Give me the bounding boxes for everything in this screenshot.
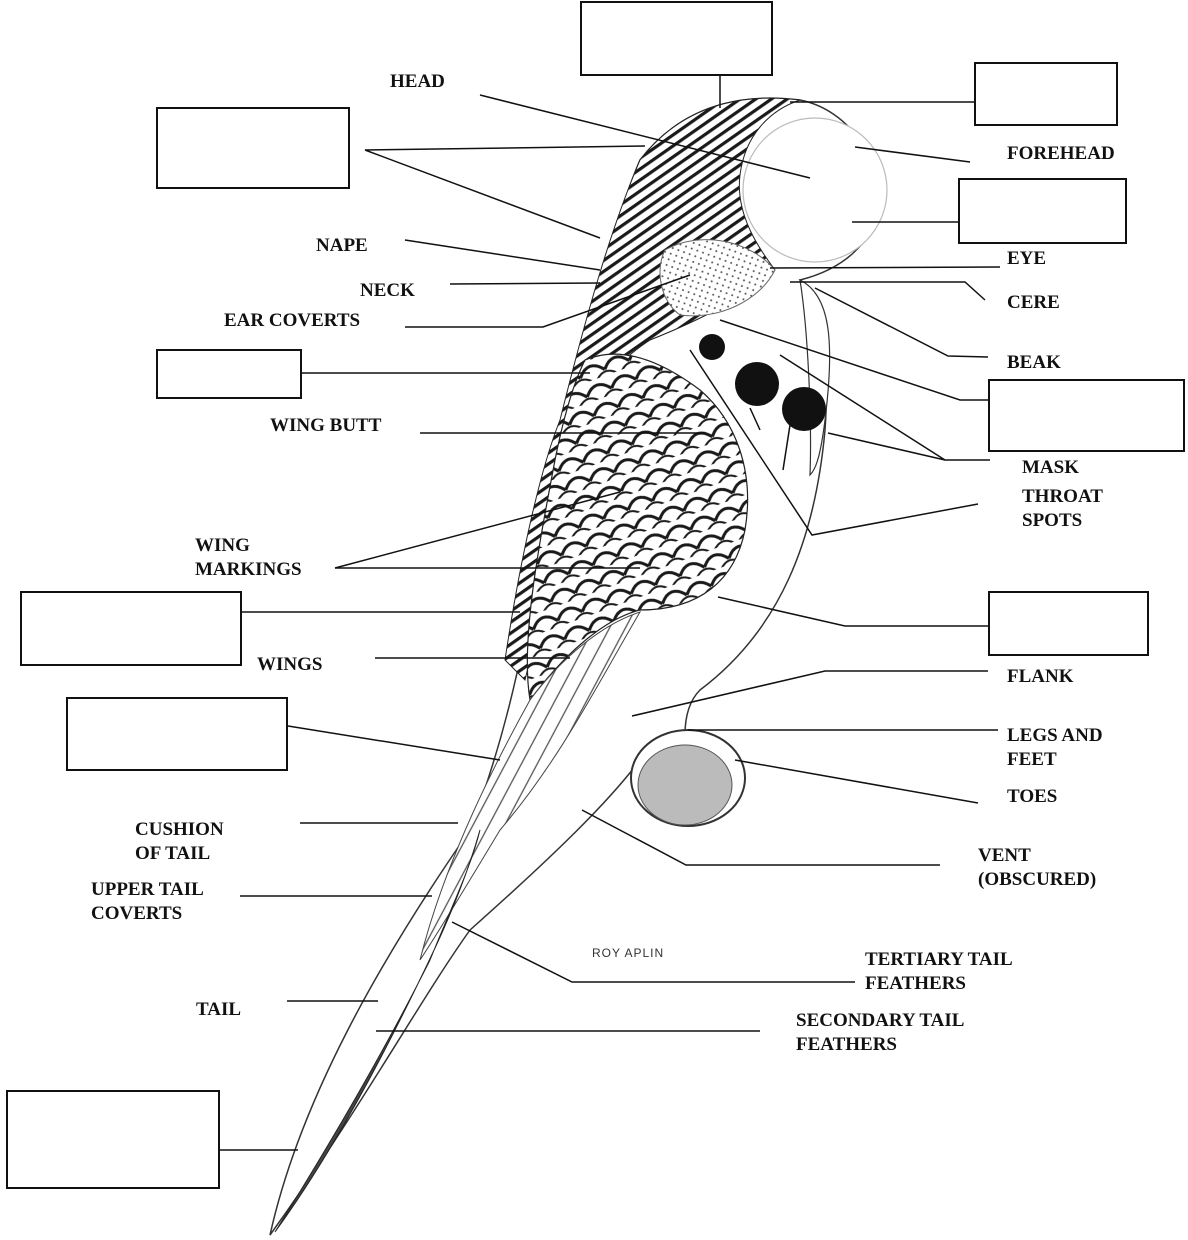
throat-spot-1 (735, 362, 779, 406)
label-legs-and-feet-line2: FEET (1007, 748, 1103, 772)
forehead-mask-circle (743, 118, 887, 262)
label-flank-text: FLANK (1007, 665, 1074, 689)
answer-box-4 (958, 178, 1127, 244)
label-cushion-of-tail: CUSHION OF TAIL (135, 818, 224, 866)
label-cere: CERE (1007, 291, 1060, 315)
label-forehead: FOREHEAD (1007, 142, 1115, 166)
label-wing-butt-text: WING BUTT (270, 414, 381, 438)
label-mask: MASK (1022, 456, 1079, 480)
answer-box-5 (156, 349, 302, 399)
answer-box-10 (6, 1090, 220, 1189)
answer-box-9 (66, 697, 288, 771)
label-tertiary-tail-feathers: TERTIARY TAIL FEATHERS (865, 948, 1013, 996)
label-throat-spots: THROAT SPOTS (1022, 485, 1103, 533)
label-upper-tail-coverts-line2: COVERTS (91, 902, 204, 926)
label-ear-coverts-text: EAR COVERTS (224, 309, 360, 333)
label-tertiary-tail-feathers-line2: FEATHERS (865, 972, 1013, 996)
throat-spot-2 (782, 387, 826, 431)
label-wings: WINGS (257, 653, 322, 677)
label-wing-markings-line2: MARKINGS (195, 558, 302, 582)
label-secondary-tail-feathers-line2: FEATHERS (796, 1033, 964, 1057)
label-legs-and-feet: LEGS AND FEET (1007, 724, 1103, 772)
label-vent-line2: (OBSCURED) (978, 868, 1096, 892)
answer-box-1 (580, 1, 773, 76)
label-eye-text: EYE (1007, 247, 1046, 271)
answer-box-2 (974, 62, 1118, 126)
label-eye: EYE (1007, 247, 1046, 271)
label-mask-text: MASK (1022, 456, 1079, 480)
label-vent: VENT (OBSCURED) (978, 844, 1096, 892)
label-neck-text: NECK (360, 279, 415, 303)
label-wing-butt: WING BUTT (270, 414, 381, 438)
label-secondary-tail-feathers: SECONDARY TAIL FEATHERS (796, 1009, 964, 1057)
label-tail: TAIL (196, 998, 241, 1022)
label-upper-tail-coverts-line1: UPPER TAIL (91, 878, 204, 902)
label-legs-and-feet-line1: LEGS AND (1007, 724, 1103, 748)
label-flank: FLANK (1007, 665, 1074, 689)
eye-dot (699, 334, 725, 360)
label-wing-markings: WING MARKINGS (195, 534, 302, 582)
label-forehead-text: FOREHEAD (1007, 142, 1115, 166)
answer-box-8 (988, 591, 1149, 656)
label-tertiary-tail-feathers-line1: TERTIARY TAIL (865, 948, 1013, 972)
label-secondary-tail-feathers-line1: SECONDARY TAIL (796, 1009, 964, 1033)
label-neck: NECK (360, 279, 415, 303)
label-wing-markings-line1: WING (195, 534, 302, 558)
label-nape-text: NAPE (316, 234, 368, 258)
answer-box-6 (988, 379, 1185, 452)
label-head-text: HEAD (390, 70, 445, 94)
label-toes-text: TOES (1007, 785, 1057, 809)
label-throat-spots-line2: SPOTS (1022, 509, 1103, 533)
label-cushion-of-tail-line2: OF TAIL (135, 842, 224, 866)
label-nape: NAPE (316, 234, 368, 258)
label-throat-spots-line1: THROAT (1022, 485, 1103, 509)
label-vent-line1: VENT (978, 844, 1096, 868)
answer-box-3 (156, 107, 350, 189)
answer-box-7 (20, 591, 242, 666)
perch-inner (638, 745, 732, 825)
label-tail-text: TAIL (196, 998, 241, 1022)
label-beak: BEAK (1007, 351, 1061, 375)
label-ear-coverts: EAR COVERTS (224, 309, 360, 333)
artist-signature: ROY APLIN (592, 946, 664, 960)
label-cushion-of-tail-line1: CUSHION (135, 818, 224, 842)
label-wings-text: WINGS (257, 653, 322, 677)
label-toes: TOES (1007, 785, 1057, 809)
label-beak-text: BEAK (1007, 351, 1061, 375)
label-head: HEAD (390, 70, 445, 94)
label-cere-text: CERE (1007, 291, 1060, 315)
label-upper-tail-coverts: UPPER TAIL COVERTS (91, 878, 204, 926)
